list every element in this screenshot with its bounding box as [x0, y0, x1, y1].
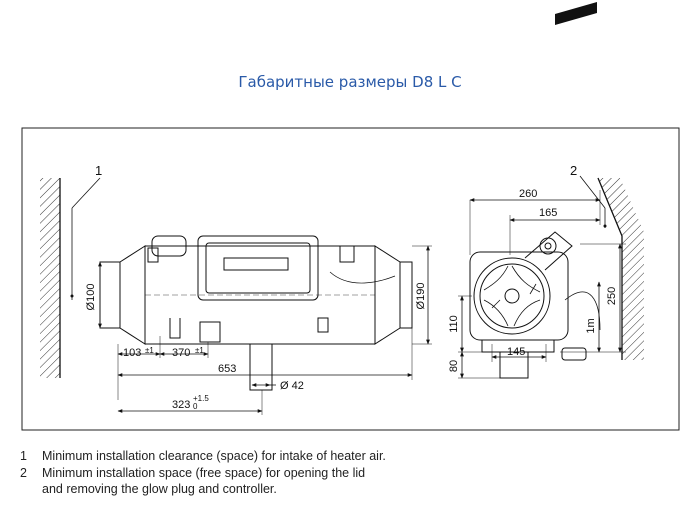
dim-260: 260	[519, 188, 537, 200]
legend-number	[20, 481, 42, 498]
dim-80: 80	[448, 360, 460, 372]
dim-370-tol: ±1	[195, 346, 204, 355]
callout-2-leader	[579, 175, 606, 209]
callout-1: 1	[95, 163, 102, 178]
dim-110: 110	[448, 315, 460, 333]
dim-1m: 1m	[585, 318, 597, 333]
callout-2: 2	[570, 163, 577, 178]
dim-inlet-diameter: Ø100	[85, 284, 97, 311]
legend-number: 2	[20, 465, 27, 480]
legend-number: 1	[20, 449, 27, 463]
legend-text: Minimum installation clearance (space) f…	[42, 449, 386, 463]
drawing-frame	[21, 127, 680, 431]
legend-text: and removing the glow plug and controlle…	[42, 482, 277, 496]
dim-103: 103	[123, 347, 141, 359]
legend-item: and removing the glow plug and controlle…	[20, 481, 386, 498]
dim-exhaust-diameter: Ø 42	[280, 380, 304, 392]
legend-text: Minimum installation space (free space) …	[42, 465, 366, 480]
dim-323: 323	[172, 399, 190, 411]
page-title: Габаритные размеры D8 L C	[238, 73, 462, 91]
dim-outlet-diameter: Ø190	[415, 283, 427, 310]
dim-653: 653	[218, 363, 236, 375]
left-wall	[40, 178, 61, 378]
dim-145: 145	[507, 346, 525, 358]
dim-250: 250	[606, 287, 618, 305]
heater-end-view	[469, 231, 601, 379]
legend-item: 1 Minimum installation clearance (space)…	[20, 448, 386, 465]
right-wall	[597, 177, 644, 360]
callout-1-leader	[71, 177, 101, 209]
legend: 1 Minimum installation clearance (space)…	[20, 448, 386, 498]
heater-side-view	[99, 235, 413, 391]
dim-323-tol-lower: 0	[193, 402, 198, 411]
dim-370: 370	[172, 347, 190, 359]
legend-item: 2 Minimum installation space (free space…	[20, 465, 386, 482]
dim-323-tol-upper: +1.5	[193, 394, 209, 403]
dim-103-tol: ±1	[145, 346, 154, 355]
dim-165: 165	[539, 207, 557, 219]
